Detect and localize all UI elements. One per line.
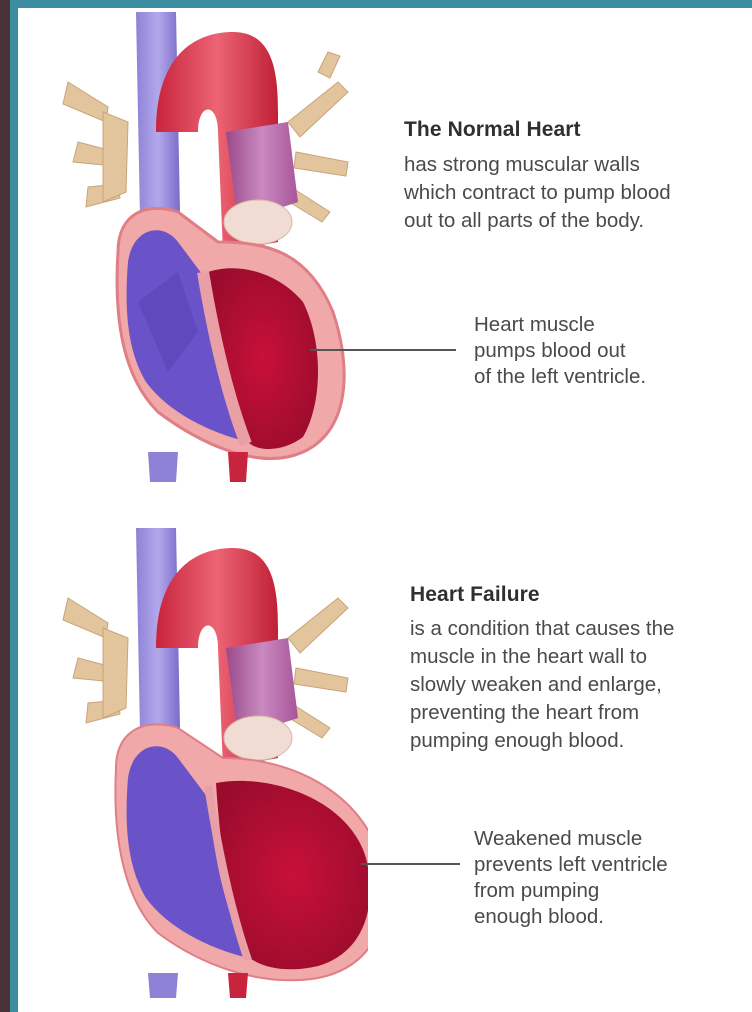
normal-heart-illustration: [48, 12, 368, 482]
valve: [224, 716, 292, 760]
left-pulmonary-vessels: [63, 598, 128, 723]
heart-failure-leader-line: [361, 863, 460, 865]
normal-heart-leader-line: [310, 349, 456, 351]
illustration-panel: The Normal Heart has strong muscular wal…: [18, 8, 752, 1012]
heart-failure-callout: Weakened muscle prevents left ventricle …: [474, 826, 668, 930]
content-frame: The Normal Heart has strong muscular wal…: [10, 0, 752, 1012]
normal-heart-description: has strong muscular walls which contract…: [404, 151, 671, 235]
normal-heart-callout: Heart muscle pumps blood out of the left…: [474, 312, 646, 390]
valve: [224, 200, 292, 244]
heart-failure-description: is a condition that causes the muscle in…: [410, 615, 674, 755]
heart-failure-title: Heart Failure: [410, 583, 540, 607]
left-pulmonary-vessels: [63, 82, 128, 207]
normal-heart-title: The Normal Heart: [404, 118, 581, 142]
heart-failure-illustration: [48, 528, 368, 998]
